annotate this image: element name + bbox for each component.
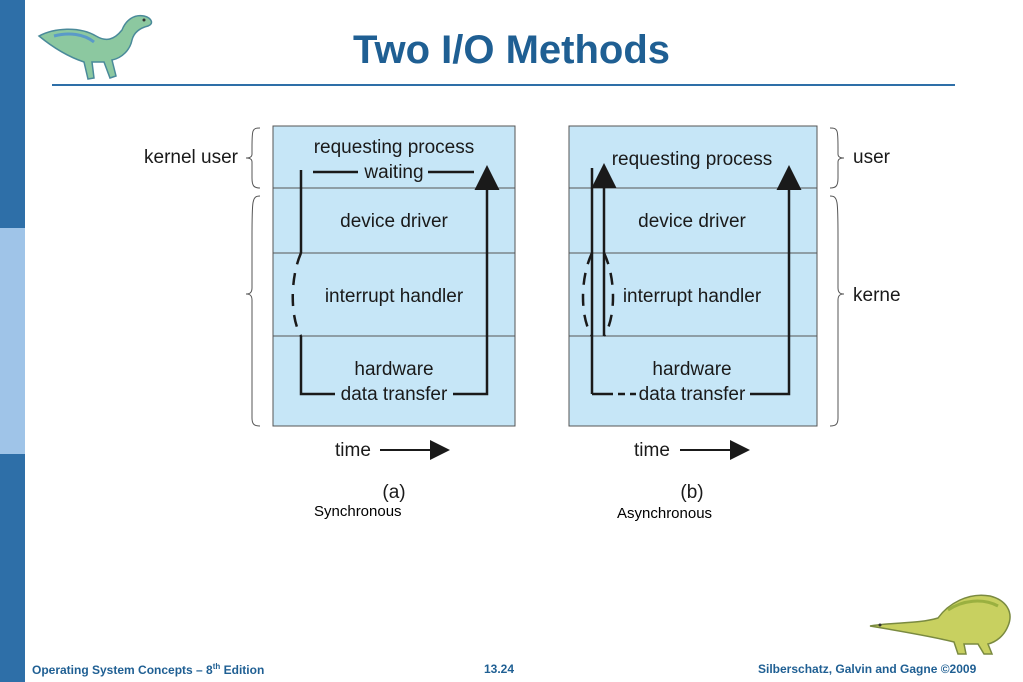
diagram-a-row-waiting: waiting <box>363 162 423 183</box>
footer-slide-number: 13.24 <box>484 662 515 676</box>
diagram-a-label-kernel: kernel <box>144 147 196 168</box>
diagram-a-row-hardware: hardware <box>354 359 433 380</box>
diagram-a-row-data-transfer: data transfer <box>341 384 448 405</box>
sidebar-highlight <box>0 228 25 454</box>
footer-copyright: Silberschatz, Galvin and Gagne ©2009 <box>758 662 977 676</box>
page-title: Two I/O Methods <box>352 28 670 72</box>
diagram-b-row-requesting-process: requesting process <box>612 149 773 170</box>
caption-synchronous: Synchronous <box>314 503 402 520</box>
diagram-a-row-interrupt-handler: interrupt handler <box>325 286 464 307</box>
diagram-b-label-user: user <box>853 147 891 168</box>
diagram-b-row-device-driver: device driver <box>638 211 746 232</box>
dinosaur-icon <box>869 594 1011 655</box>
io-methods-figure: requesting process waiting device driver… <box>144 125 900 503</box>
diagram-b-box <box>568 125 818 427</box>
diagram-b-label-kernel: kernel <box>853 285 900 306</box>
caption-asynchronous: Asynchronous <box>617 505 713 522</box>
diagram-b-time-label: time <box>634 440 670 461</box>
diagram-a: requesting process waiting device driver… <box>144 125 516 503</box>
diagram-b-row-interrupt-handler: interrupt handler <box>623 286 762 307</box>
diagram-b-row-hardware: hardware <box>652 359 731 380</box>
diagram-b-panel-label: (b) <box>680 482 703 503</box>
sidebar-stripe <box>0 0 25 682</box>
diagram-a-row-device-driver: device driver <box>340 211 448 232</box>
dinosaur-icon <box>37 14 153 80</box>
diagram-b: requesting process device driver interru… <box>568 125 900 503</box>
diagram-a-row-requesting-process: requesting process <box>314 137 475 158</box>
footer-book-title: Operating System Concepts – 8th Edition <box>32 662 265 677</box>
diagram-a-label-user: user <box>201 147 239 168</box>
diagram-b-row-data-transfer: data transfer <box>639 384 746 405</box>
diagram-a-panel-label: (a) <box>382 482 405 503</box>
title-divider <box>52 84 955 86</box>
diagram-a-time-label: time <box>335 440 371 461</box>
